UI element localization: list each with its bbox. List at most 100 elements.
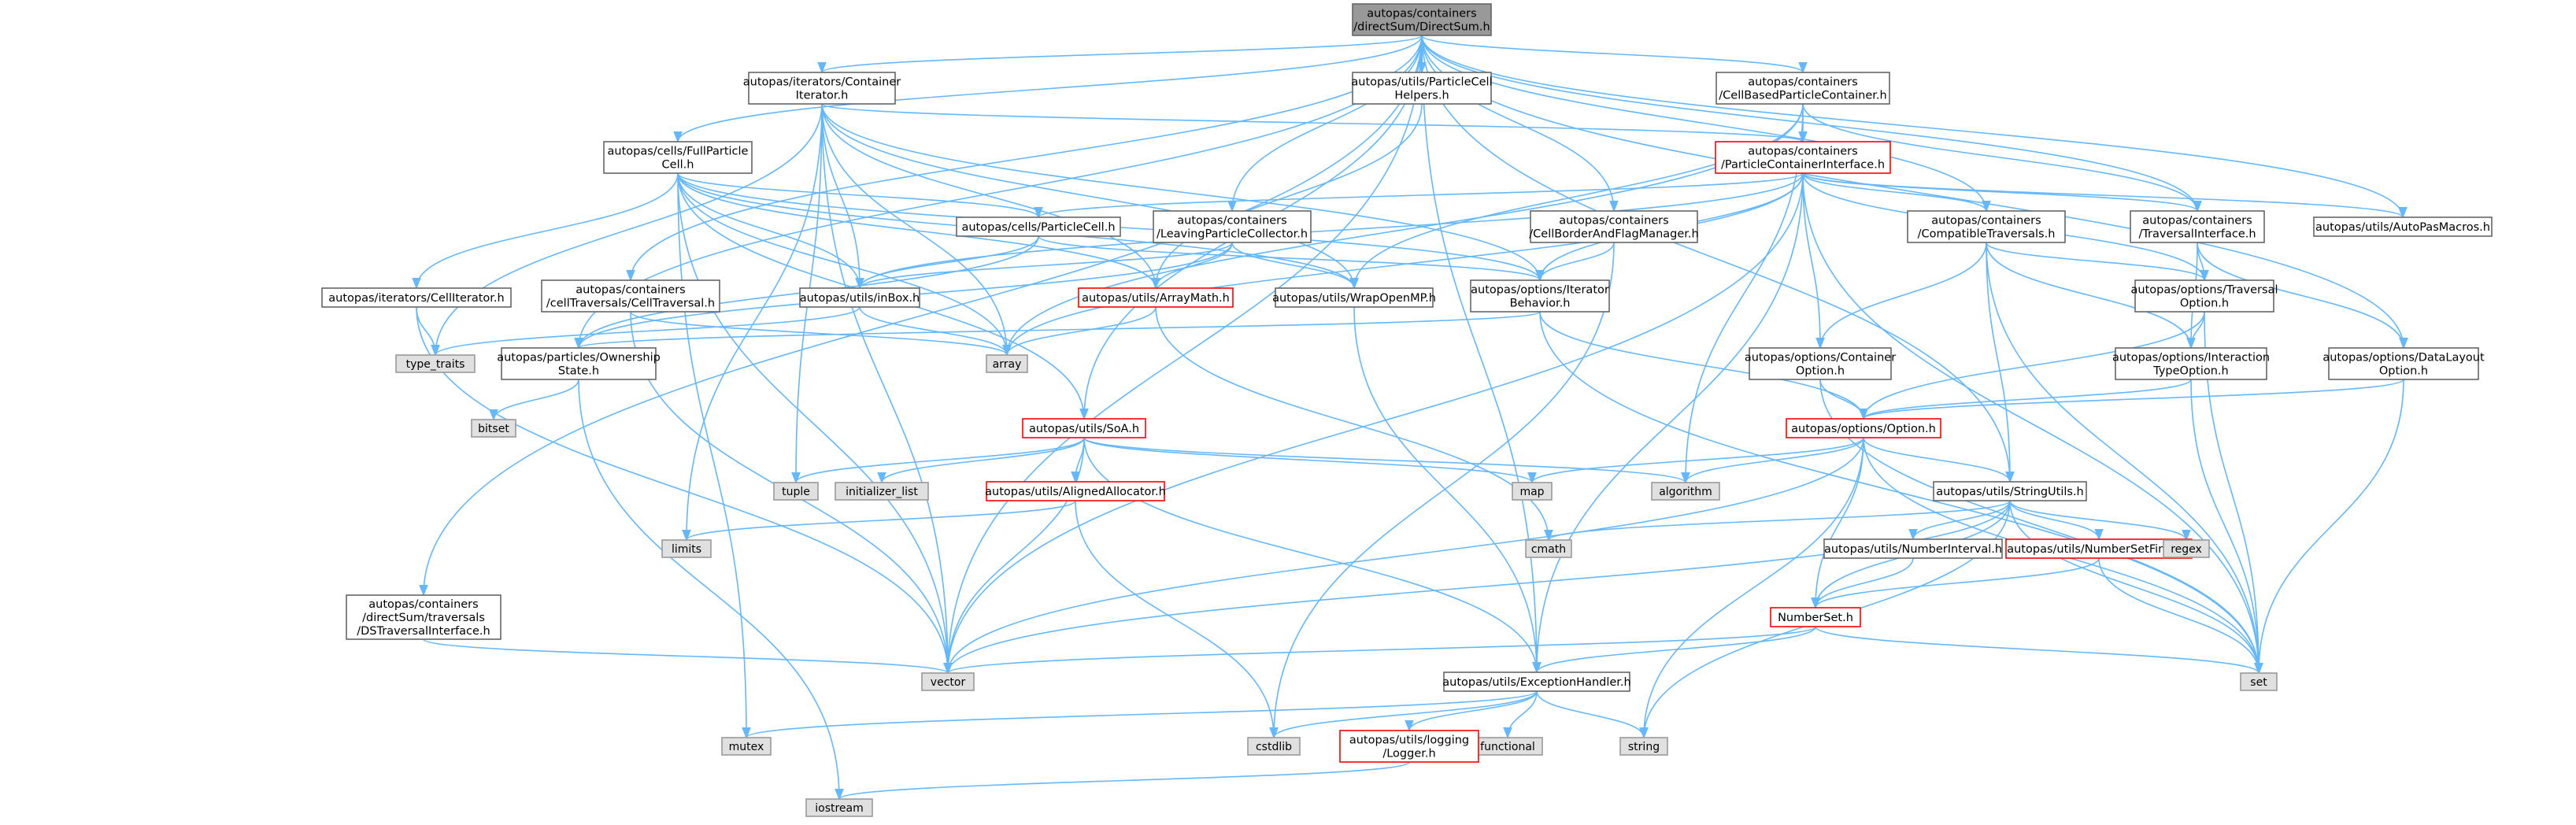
node-celliterator[interactable]: autopas/iterators/CellIterator.h	[321, 287, 512, 308]
edge-alignedallocator-to-cstdlib	[1075, 500, 1279, 739]
node-tuple-box	[773, 482, 819, 501]
node-autopasmacros-box	[2313, 216, 2493, 237]
node-wrapopenmp[interactable]: autopas/utils/WrapOpenMP.h	[1272, 287, 1436, 308]
node-traversalinterface[interactable]: autopas/containers/TraversalInterface.h	[2130, 210, 2265, 243]
node-string-box	[1619, 737, 1668, 756]
edge-soa-to-algorithm	[1083, 437, 1690, 484]
node-array-box	[986, 354, 1028, 373]
node-numberinterval[interactable]: autopas/utils/NumberInterval.h	[1823, 538, 2003, 559]
node-datalayoutoption-box	[2328, 347, 2479, 380]
edge-directsum-to-compatibletraversals	[1421, 35, 1991, 213]
edge-pcinterface-to-particlecell	[1034, 172, 1804, 219]
node-iostream: iostream	[805, 798, 873, 817]
node-logger[interactable]: autopas/utils/logging/Logger.h	[1339, 730, 1479, 763]
edge-stringutils-to-numbersetfinite	[2009, 500, 2104, 541]
node-particlecell[interactable]: autopas/cells/ParticleCell.h	[956, 216, 1121, 237]
node-pcinterface[interactable]: autopas/containers/ParticleContainerInte…	[1715, 141, 1891, 174]
node-containeriterator-label-line-1: Iterator.h	[796, 90, 849, 102]
node-interactiontypeoption-label-line-1: TypeOption.h	[2152, 365, 2229, 378]
node-datalayoutoption-label-line-0: autopas/options/DataLayout	[2322, 352, 2485, 364]
node-mutex: mutex	[721, 737, 772, 756]
edge-soa-to-tuple	[791, 437, 1085, 484]
edge-wrapopenmp-to-exceptionhandler	[1353, 306, 1542, 674]
edge-directsum-to-dstraversalinterface	[419, 35, 1423, 597]
edge-soa-to-vector	[943, 437, 1085, 675]
node-cstdlib: cstdlib	[1247, 737, 1301, 756]
edge-fullparticlecell-to-particlecell	[677, 172, 1043, 219]
node-numberset-box	[1770, 607, 1861, 627]
edge-numberset-to-set	[1815, 626, 2263, 675]
node-cellbasedpc-box	[1715, 72, 1890, 105]
node-soa[interactable]: autopas/utils/SoA.h	[1022, 418, 1146, 438]
node-alignedallocator[interactable]: autopas/utils/AlignedAllocator.h	[985, 481, 1166, 501]
node-logger-label-line-0: autopas/utils/logging	[1349, 734, 1469, 747]
node-logger-box	[1339, 730, 1479, 763]
node-alignedallocator-box	[986, 481, 1165, 501]
edge-option-to-vector	[943, 437, 1864, 675]
node-option[interactable]: autopas/options/Option.h	[1786, 418, 1941, 438]
node-map: map	[1512, 482, 1553, 501]
edge-option-to-map	[1527, 437, 1864, 484]
node-cellborder-label-line-0: autopas/containers	[1559, 215, 1668, 228]
edge-leavingpc-to-inbox	[855, 242, 1233, 290]
node-exceptionhandler[interactable]: autopas/utils/ExceptionHandler.h	[1442, 671, 1631, 692]
edge-compatibletraversals-to-set	[1986, 242, 2263, 675]
node-autopasmacros[interactable]: autopas/utils/AutoPasMacros.h	[2313, 216, 2493, 237]
node-leavingpc[interactable]: autopas/containers/LeavingParticleCollec…	[1153, 210, 1312, 243]
edge-pcinterface-to-set	[1802, 172, 2263, 675]
node-option-label-line-0: autopas/options/Option.h	[1791, 423, 1936, 435]
node-iostream-label-line-0: iostream	[815, 802, 864, 815]
node-bitset-label-line-0: bitset	[478, 423, 509, 435]
node-celliterator-label-line-0: autopas/iterators/CellIterator.h	[328, 292, 504, 305]
edge-cellbasedpc-to-traversalinterface	[1802, 103, 2202, 213]
node-compatibletraversals[interactable]: autopas/containers/CompatibleTraversals.…	[1907, 210, 2066, 243]
edge-containeriterator-to-array	[821, 103, 1012, 357]
edge-directsum-to-fullparticlecell	[673, 35, 1423, 143]
node-type_traits-label-line-0: type_traits	[406, 358, 465, 371]
node-bitset-box	[471, 419, 516, 438]
node-type_traits: type_traits	[395, 354, 476, 373]
node-iteratorbehavior-label-line-1: Behavior.h	[1510, 298, 1571, 310]
edge-compatibletraversals-to-traversaloption	[1986, 242, 2209, 282]
node-array-label-line-0: array	[993, 358, 1022, 371]
node-alignedallocator-label-line-0: autopas/utils/AlignedAllocator.h	[985, 486, 1166, 498]
edge-containeriterator-to-limits	[682, 103, 823, 542]
node-cellborder[interactable]: autopas/containers/CellBorderAndFlagMana…	[1529, 210, 1699, 243]
node-traversaloption-label-line-1: Option.h	[2180, 298, 2229, 310]
node-numberset-label-line-0: NumberSet.h	[1778, 612, 1853, 624]
node-leavingpc-label-line-1: /LeavingParticleCollector.h	[1157, 228, 1308, 241]
node-dstraversalinterface[interactable]: autopas/containers/directSum/traversals/…	[346, 594, 502, 640]
node-numbersetfinite[interactable]: autopas/utils/NumberSetFinite.h	[2005, 538, 2193, 559]
node-cellbasedpc[interactable]: autopas/containers/CellBasedParticleCont…	[1715, 72, 1890, 105]
node-arraymath[interactable]: autopas/utils/ArrayMath.h	[1078, 287, 1234, 308]
node-soa-box	[1022, 418, 1146, 438]
node-algorithm-label-line-0: algorithm	[1659, 486, 1712, 498]
node-celltraversal[interactable]: autopas/containers/cellTraversals/CellTr…	[541, 279, 720, 313]
edge-celliterator-to-vector	[416, 306, 953, 675]
node-compatibletraversals-label-line-1: /CompatibleTraversals.h	[1918, 228, 2056, 241]
node-dstraversalinterface-label-line-2: /DSTraversalInterface.h	[357, 625, 490, 638]
edge-iteratorbehavior-to-option	[1539, 311, 1868, 420]
edge-traversaloption-to-interactiontypeoption	[2186, 311, 2205, 350]
node-directsum[interactable]: autopas/containers/directSum/DirectSum.h	[1352, 3, 1492, 36]
node-inbox[interactable]: autopas/utils/inBox.h	[799, 287, 920, 308]
edge-directsum-to-cellbasedpc	[1421, 35, 1808, 74]
edge-arraymath-to-cmath	[1155, 306, 1553, 542]
node-directsum-label-line-0: autopas/containers	[1367, 8, 1476, 20]
node-cellborder-box	[1530, 210, 1698, 243]
node-vector-label-line-0: vector	[931, 676, 966, 689]
node-wrapopenmp-label-line-0: autopas/utils/WrapOpenMP.h	[1272, 292, 1436, 305]
node-stringutils[interactable]: autopas/utils/StringUtils.h	[1933, 481, 2087, 501]
node-numberset[interactable]: NumberSet.h	[1770, 607, 1861, 627]
node-particlecell-label-line-0: autopas/cells/ParticleCell.h	[961, 221, 1115, 234]
node-cellborder-label-line-1: /CellBorderAndFlagManager.h	[1529, 228, 1698, 241]
